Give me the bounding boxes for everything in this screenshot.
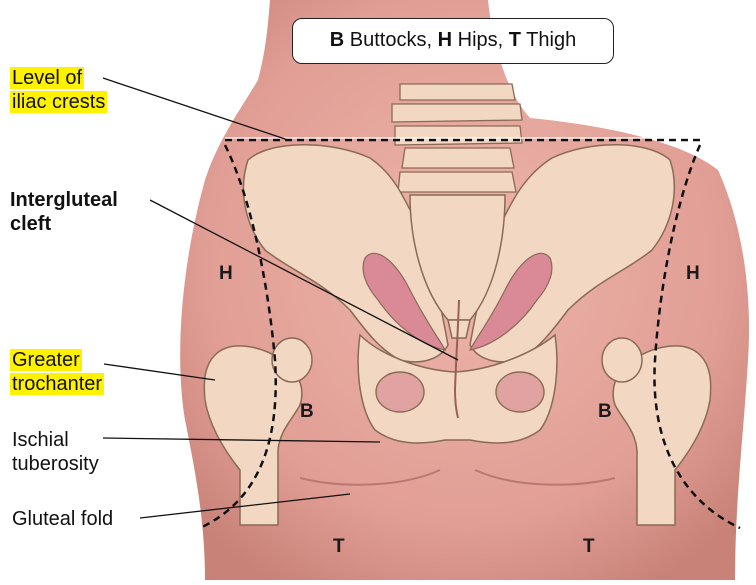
region-thigh-left: T <box>333 536 345 558</box>
label-greater-trochanter: Greater trochanter <box>10 348 104 396</box>
label-ischial-tuberosity: Ischial tuberosity <box>12 428 99 476</box>
legend-h-key: H <box>438 29 452 51</box>
legend-t-text: Thigh <box>521 29 576 51</box>
cleft-line2: cleft <box>10 213 51 235</box>
cleft-line1: Intergluteal <box>10 189 118 211</box>
region-thigh-right: T <box>583 536 595 558</box>
legend-b-key: B <box>330 29 344 51</box>
label-iliac-crests: Level of iliac crests <box>10 66 107 114</box>
ischial-line1: Ischial <box>12 429 69 451</box>
trochanter-line1: Greater <box>10 349 82 371</box>
legend-h-text: Hips, <box>452 29 509 51</box>
gluteal-fold-text: Gluteal fold <box>12 508 113 530</box>
legend-b-text: Buttocks, <box>344 29 437 51</box>
ischial-line2: tuberosity <box>12 453 99 475</box>
iliac-line2: iliac crests <box>10 91 107 113</box>
label-gluteal-fold: Gluteal fold <box>12 507 113 531</box>
label-intergluteal-cleft: Intergluteal cleft <box>10 188 118 236</box>
trochanter-line2: trochanter <box>10 373 104 395</box>
region-buttock-left: B <box>300 401 314 423</box>
iliac-line1: Level of <box>10 67 84 89</box>
legend-box: B Buttocks, H Hips, T Thigh <box>292 18 614 64</box>
region-hip-left: H <box>219 263 233 285</box>
region-buttock-right: B <box>598 401 612 423</box>
legend-t-key: T <box>509 29 521 51</box>
region-hip-right: H <box>686 263 700 285</box>
